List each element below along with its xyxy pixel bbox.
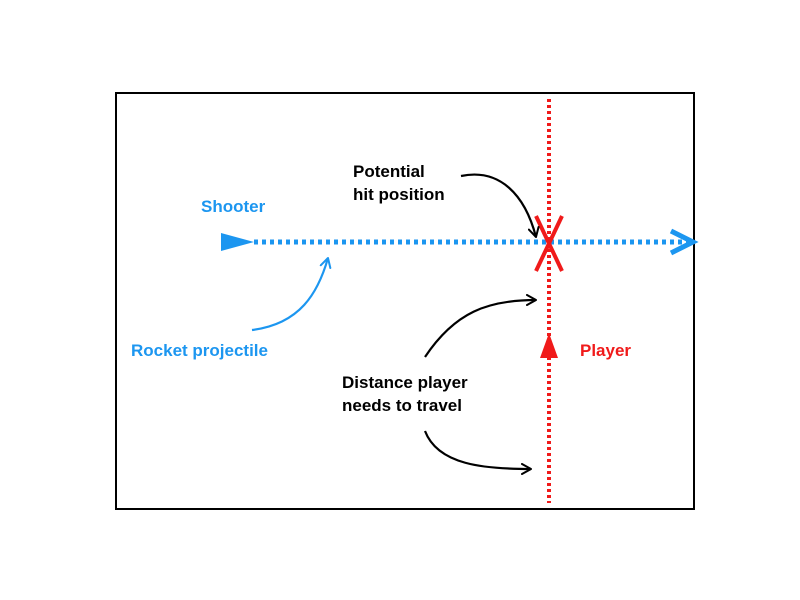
potential-hit-label-line-1: Potential [353, 162, 425, 181]
shooter-label: Shooter [201, 197, 266, 216]
player-label: Player [580, 341, 632, 360]
diagram-frame [115, 92, 695, 510]
shooter-triangle-icon [221, 233, 254, 251]
distance-player-label: Distance player needs to travel [342, 371, 468, 417]
distance-player-label-line-1: Distance player [342, 373, 468, 392]
rocket-projectile-label: Rocket projectile [131, 341, 268, 360]
distance-down-arrow [423, 430, 532, 475]
potential-hit-label: Potential hit position [353, 160, 445, 206]
hit-position-x-icon [534, 215, 564, 272]
distance-up-arrow [424, 294, 537, 358]
rocket-path-end-chevron-icon [669, 228, 699, 256]
player-triangle-icon [540, 333, 558, 358]
rocket-projectile-arrow [251, 257, 332, 332]
potential-hit-arrow [460, 173, 540, 238]
potential-hit-label-line-2: hit position [353, 185, 445, 204]
distance-player-label-line-2: needs to travel [342, 396, 462, 415]
